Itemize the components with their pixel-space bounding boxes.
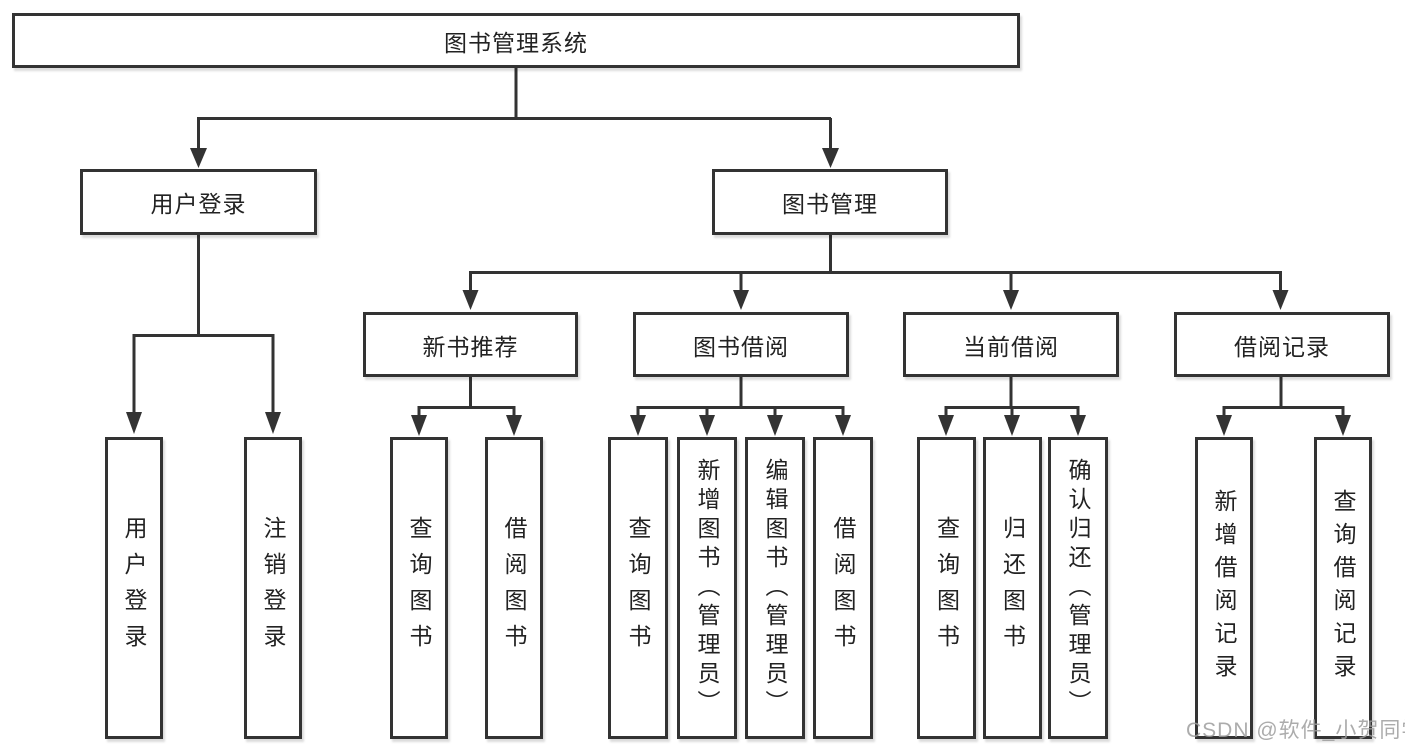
leaf-box-search-borrow-record: 查询借阅记录 [1314, 437, 1372, 739]
group-label: 新书推荐 [422, 333, 519, 360]
leaf-label: 注销登录 [260, 516, 286, 660]
leaf-label: 查询图书 [406, 516, 432, 660]
leaf-label: 编辑图书（管理员） [762, 457, 788, 719]
group-label: 当前借阅 [963, 333, 1059, 360]
leaf-label: 新增图书（管理员） [694, 457, 720, 719]
leaf-box-add-borrow-record: 新增借阅记录 [1195, 437, 1253, 739]
leaf-box-confirm-return-admin: 确认归还（管理员） [1048, 437, 1108, 739]
leaf-label: 新增借阅记录 [1211, 489, 1237, 687]
leaf-box-user-login: 用户登录 [105, 437, 163, 739]
branch-label: 图书管理 [782, 191, 878, 217]
group-box-new-book-recommend: 新书推荐 [363, 312, 578, 377]
group-label: 借阅记录 [1234, 333, 1330, 360]
group-box-book-borrow: 图书借阅 [633, 312, 849, 377]
leaf-label: 查询图书 [625, 516, 651, 660]
branch-label: 用户登录 [150, 191, 247, 217]
leaf-box-add-books-admin: 新增图书（管理员） [677, 437, 737, 739]
leaf-label: 查询借阅记录 [1330, 489, 1356, 687]
leaf-label: 确认归还（管理员） [1065, 457, 1091, 719]
leaf-box-borrow-books-2: 借阅图书 [813, 437, 873, 739]
root-label: 图书管理系统 [444, 29, 588, 56]
leaf-label: 查询图书 [933, 516, 960, 660]
leaf-box-search-books-2: 查询图书 [608, 437, 668, 739]
leaf-box-search-books-1: 查询图书 [390, 437, 448, 739]
group-box-borrow-records: 借阅记录 [1174, 312, 1390, 377]
leaf-label: 用户登录 [121, 516, 147, 660]
leaf-box-return-books: 归还图书 [983, 437, 1042, 739]
branch-box-book-management: 图书管理 [712, 169, 948, 235]
leaf-label: 借阅图书 [830, 516, 856, 660]
group-box-current-borrow: 当前借阅 [903, 312, 1119, 377]
leaf-box-logout: 注销登录 [244, 437, 302, 739]
leaf-label: 借阅图书 [501, 516, 527, 660]
leaf-box-borrow-books-1: 借阅图书 [485, 437, 543, 739]
group-label: 图书借阅 [693, 333, 789, 360]
leaf-label: 归还图书 [999, 516, 1026, 660]
root-box-library-system: 图书管理系统 [12, 13, 1020, 68]
leaf-box-search-books-3: 查询图书 [917, 437, 976, 739]
branch-box-user-login: 用户登录 [80, 169, 317, 235]
leaf-box-edit-books-admin: 编辑图书（管理员） [745, 437, 805, 739]
